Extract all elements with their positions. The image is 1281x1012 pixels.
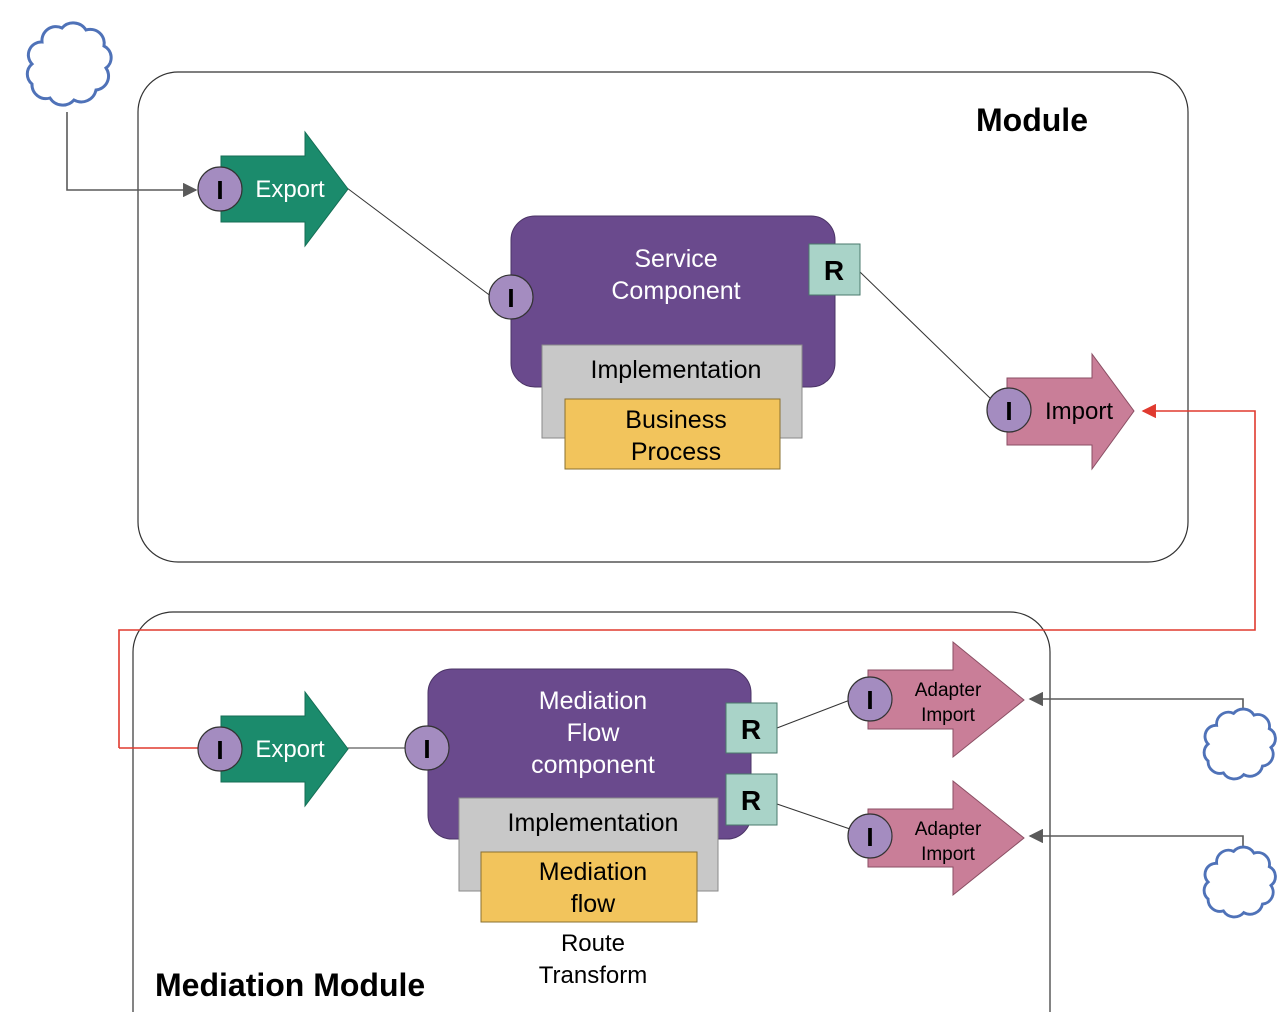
mediation-caption-line2: Transform [539, 962, 647, 989]
adapter-import-1[interactable]: Adapter Import I [847, 640, 1025, 759]
module-container [137, 71, 1189, 563]
adapter-import-2-line2: Import [921, 844, 976, 865]
interface-letter: I [216, 175, 223, 205]
reference-icon [725, 702, 778, 754]
interface-icon [847, 676, 893, 722]
wire-cloud-to-export [66, 112, 198, 198]
mediation-export-label: Export [255, 736, 325, 763]
module-import[interactable]: Import I [986, 352, 1135, 471]
interface-letter: I [423, 734, 430, 764]
interface-letter: I [1005, 396, 1012, 426]
interface-icon [986, 387, 1032, 433]
mediation-component-line2: Flow [567, 719, 621, 747]
interface-icon [197, 726, 243, 772]
interface-icon [488, 274, 534, 320]
interface-letter: I [866, 685, 873, 715]
wire-cloud-to-adapter2 [1028, 828, 1244, 850]
reference-letter: R [741, 714, 761, 745]
implementation-label: Implementation [591, 356, 762, 384]
mediation-caption-line1: Route [561, 930, 625, 957]
mediation-export[interactable]: Export I [197, 690, 349, 808]
adapter-import-1-line1: Adapter [915, 680, 982, 701]
wire-ref2-to-adapter2 [776, 803, 851, 830]
adapter-import-2-line1: Adapter [915, 819, 982, 840]
cloud-icon [25, 21, 113, 107]
wire-cloud-to-adapter1 [1028, 691, 1244, 712]
interface-letter: I [507, 283, 514, 313]
module-export-label: Export [255, 176, 325, 203]
business-process-box [564, 398, 781, 470]
adapter-import-2[interactable]: Adapter Import I [847, 779, 1025, 897]
interface-icon [404, 725, 450, 771]
mediation-flow-component[interactable]: Mediation Flow component Implementation … [404, 668, 778, 923]
implementation-label: Implementation [508, 809, 679, 837]
wire-import-binding [118, 403, 1256, 748]
cloud-icon [1202, 707, 1277, 781]
reference-letter: R [824, 255, 844, 286]
interface-icon [197, 166, 243, 212]
import-arrow-shape [867, 779, 1025, 897]
adapter-import-1-line2: Import [921, 705, 976, 726]
mediation-component-line1: Mediation [539, 687, 647, 715]
module-title: Module [976, 102, 1088, 138]
mediation-flow-box [480, 851, 698, 923]
import-arrow-shape [867, 640, 1025, 759]
reference-icon [808, 243, 861, 296]
service-component[interactable]: Service Component Implementation Busines… [488, 215, 861, 470]
interface-icon [847, 813, 893, 859]
wire-ref1-to-adapter1 [776, 699, 851, 729]
mediation-module-title: Mediation Module [155, 967, 425, 1003]
business-process-line2: Process [631, 438, 721, 466]
module-export[interactable]: Export I [197, 130, 349, 248]
mediation-module-container [132, 611, 1051, 1012]
reference-letter: R [741, 785, 761, 816]
export-arrow-shape [220, 690, 349, 808]
interface-letter: I [216, 735, 223, 765]
mediation-component-line3: component [531, 751, 655, 779]
wire-reference-to-import [859, 271, 993, 401]
reference-icon [725, 773, 778, 826]
module-import-label: Import [1045, 398, 1113, 425]
service-component-title-line1: Service [634, 245, 717, 273]
business-process-line1: Business [625, 406, 726, 434]
wire-export-to-component [346, 187, 493, 298]
mediation-flow-line1: Mediation [539, 858, 647, 886]
service-component-title-line2: Component [611, 277, 740, 305]
interface-letter: I [866, 822, 873, 852]
mediation-flow-line2: flow [571, 890, 616, 918]
import-arrow-shape [1006, 352, 1135, 471]
cloud-icon [1202, 845, 1277, 919]
export-arrow-shape [220, 130, 349, 248]
